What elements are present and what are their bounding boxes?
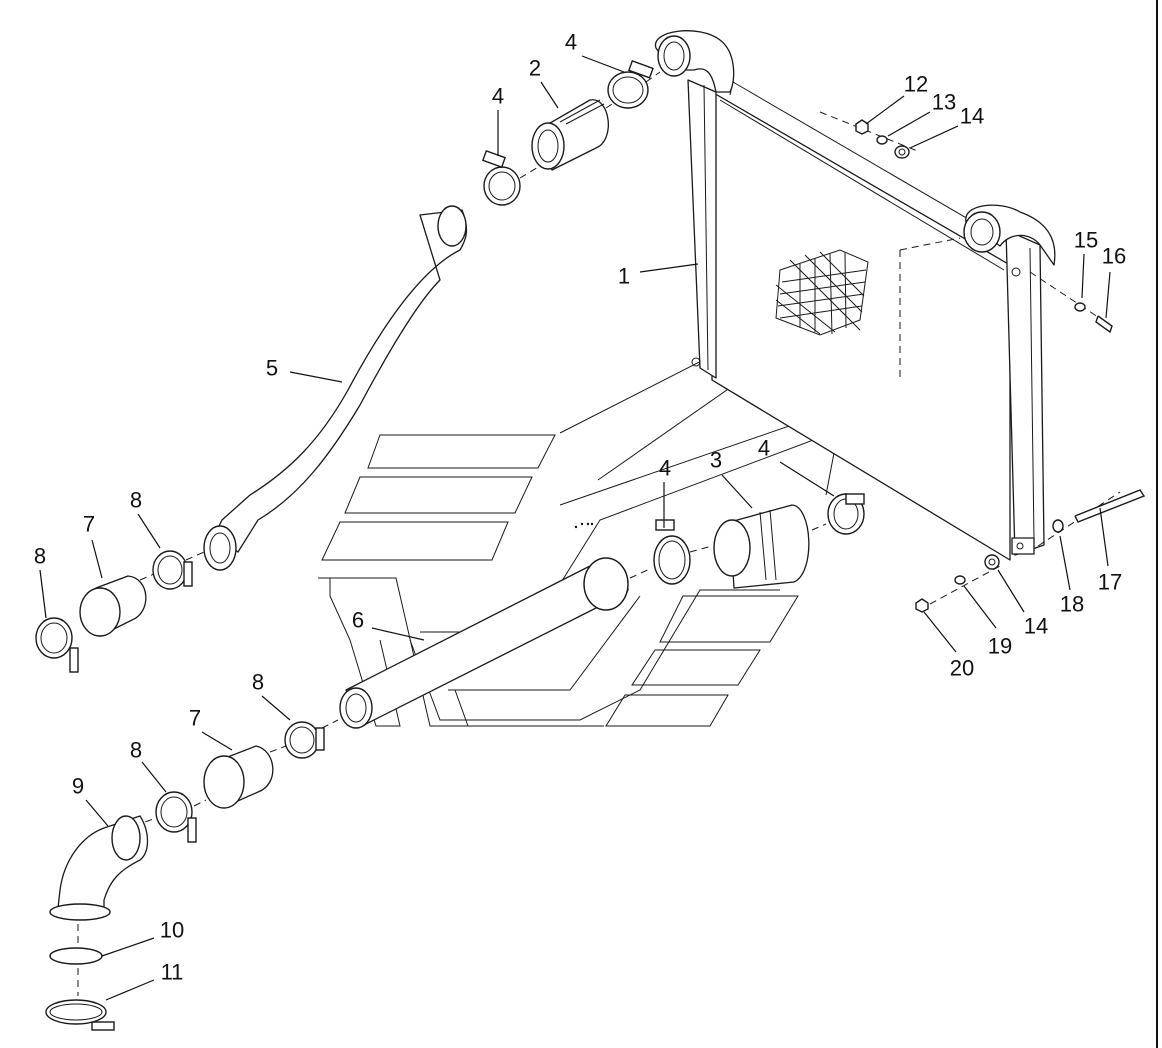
- clamp-8-d: [155, 791, 197, 843]
- clamp-8-a: [152, 550, 193, 590]
- core-mesh: [775, 249, 869, 336]
- callout-19: 19: [988, 634, 1012, 659]
- callout-14-upper: 14: [960, 104, 984, 129]
- hose-coupler-7-a: [79, 575, 147, 637]
- callout-4-upper-left: 4: [492, 84, 504, 109]
- charge-air-tube-lower: [339, 557, 629, 729]
- elbow-9: [49, 815, 149, 921]
- callout-8-lower-right: 8: [252, 670, 264, 695]
- callout-10: 10: [160, 918, 184, 943]
- callout-17: 17: [1098, 570, 1122, 595]
- callout-4-top: 4: [565, 30, 577, 55]
- callout-13: 13: [932, 90, 956, 115]
- callout-4-middle: 4: [659, 456, 671, 481]
- clamp-8-b: [35, 617, 79, 673]
- reference-dots: [574, 522, 594, 529]
- callout-8-upper-left: 8: [34, 544, 46, 569]
- hose-coupler-7-b: [203, 745, 274, 809]
- v-band-clamp-11: [45, 999, 115, 1031]
- clamp-4-middle-right: [827, 493, 865, 535]
- clamp-8-c: [284, 721, 325, 759]
- callout-15: 15: [1074, 228, 1098, 253]
- callout-1: 1: [618, 264, 630, 289]
- callout-7-upper: 7: [83, 512, 95, 537]
- callout-2: 2: [529, 56, 541, 81]
- callout-8-lower-left: 8: [130, 738, 142, 763]
- hose-coupler-upper: [531, 99, 609, 171]
- gasket-10: [49, 947, 103, 965]
- callout-8-upper-right: 8: [130, 488, 142, 513]
- callout-4-right: 4: [758, 436, 770, 461]
- callout-11: 11: [161, 960, 184, 985]
- callout-6: 6: [352, 608, 364, 633]
- hose-coupler-3: [713, 504, 810, 589]
- callout-7-lower: 7: [189, 706, 201, 731]
- callouts: 1 2 3 4 4 4 4 5 6 7 7 8 8 8 8 9 10: [34, 30, 1126, 1001]
- clamp-upper-right: [607, 59, 654, 109]
- callout-16: 16: [1102, 244, 1126, 269]
- lower-fasteners: [915, 489, 1146, 613]
- charge-air-tube-upper: [203, 205, 468, 571]
- callout-12: 12: [904, 72, 928, 97]
- callout-18: 18: [1060, 592, 1084, 617]
- callout-5: 5: [266, 356, 278, 381]
- callout-14-lower: 14: [1024, 614, 1048, 639]
- callout-20: 20: [950, 656, 974, 681]
- callout-9: 9: [72, 774, 84, 799]
- charge-air-cooler: [655, 30, 1121, 561]
- clamp-4-middle-left: [653, 519, 691, 585]
- clamp-upper-left: [481, 149, 521, 206]
- callout-3: 3: [710, 448, 722, 473]
- upper-fasteners: [855, 119, 1113, 334]
